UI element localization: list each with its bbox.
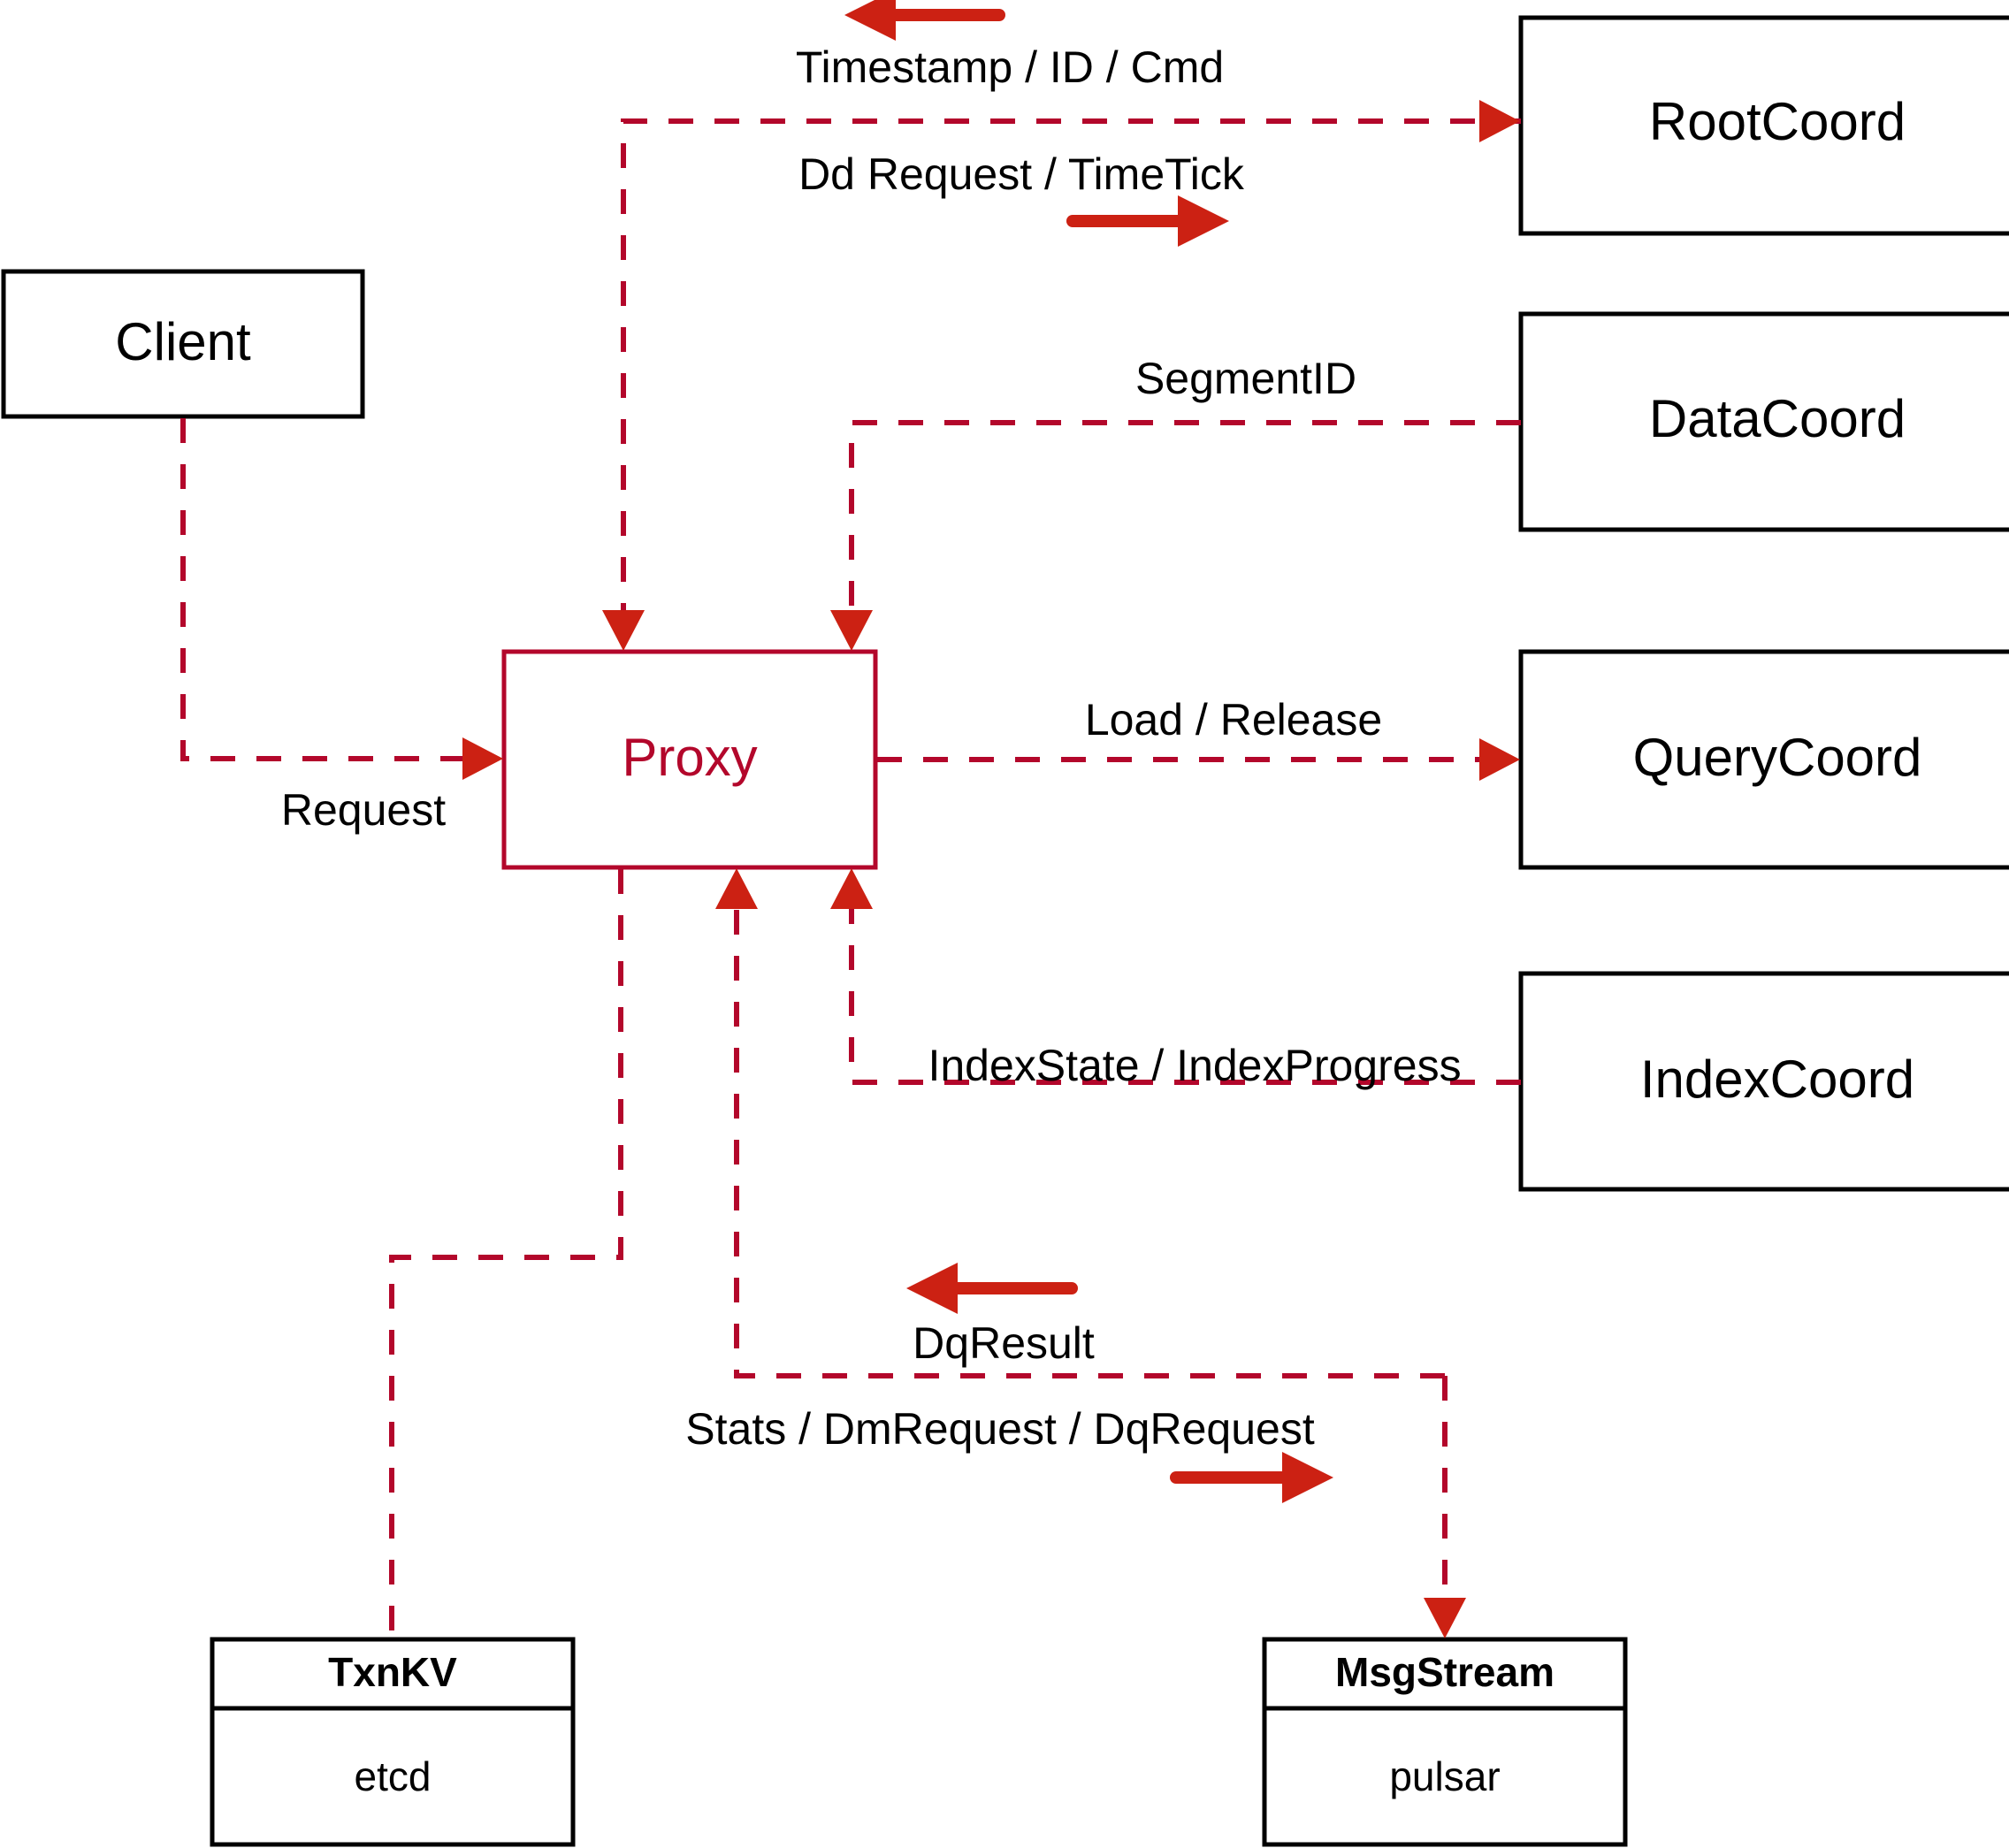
edge-label-stats-dm-dq: Stats / DmRequest / DqRequest: [685, 1404, 1315, 1454]
indicator-arrow-stats-head: [1282, 1452, 1333, 1503]
node-msgstream-box[interactable]: [1262, 1637, 1628, 1847]
edge-msgstream-proxy: [715, 868, 1445, 1378]
indicator-arrow-ddrequest: [1066, 195, 1229, 247]
edge-proxy-msgstream-arrowhead: [1424, 1598, 1466, 1638]
node-client-box[interactable]: [1, 269, 365, 419]
node-datacoord[interactable]: DataCoord: [1518, 311, 2009, 532]
node-msgstream-title: MsgStream: [1335, 1649, 1554, 1695]
edge-datacoord-proxy-path: [849, 420, 1521, 628]
edge-client-proxy-path: [180, 418, 479, 761]
edge-indexcoord-proxy-path: [849, 893, 1521, 1085]
edge-client-proxy: [180, 418, 503, 780]
node-proxy-box[interactable]: [501, 649, 878, 870]
node-querycoord[interactable]: QueryCoord: [1518, 649, 2009, 870]
edge-client-proxy-arrowhead: [462, 737, 503, 780]
node-datacoord-box[interactable]: [1518, 311, 2009, 532]
edge-label-segmentid: SegmentID: [1135, 354, 1356, 403]
node-proxy[interactable]: Proxy: [501, 649, 878, 870]
indicator-arrow-dqresult: [906, 1263, 1078, 1314]
edge-label-load-release: Load / Release: [1085, 695, 1382, 745]
node-client-label: Client: [115, 312, 251, 371]
edge-indexcoord-proxy: [830, 868, 1521, 1085]
indicator-arrow-stats: [1170, 1452, 1333, 1503]
indicator-arrow-ddrequest-head: [1178, 195, 1229, 247]
node-proxy-label: Proxy: [622, 728, 757, 787]
edge-proxy-rootcoord-arrowhead: [1479, 100, 1520, 142]
edge-msgstream-proxy-arrowhead: [715, 868, 758, 909]
edge-indexcoord-proxy-arrowhead: [830, 868, 873, 909]
node-txnkv[interactable]: TxnKV etcd: [210, 1637, 576, 1847]
edge-proxy-msgstream: [1424, 1376, 1466, 1638]
edge-rootcoord-proxy-path: [621, 118, 1521, 628]
edge-label-dqresult: DqResult: [913, 1318, 1095, 1368]
edge-msgstream-proxy-path: [734, 893, 1445, 1378]
indicator-arrow-timestamp-head: [844, 0, 896, 41]
edge-label-request: Request: [281, 785, 446, 835]
node-indexcoord-label: IndexCoord: [1640, 1050, 1914, 1109]
node-rootcoord-label: RootCoord: [1649, 92, 1906, 151]
node-txnkv-subtitle: etcd: [355, 1753, 432, 1799]
node-msgstream-subtitle: pulsar: [1389, 1753, 1500, 1799]
node-client[interactable]: Client: [1, 269, 365, 419]
edge-proxy-querycoord-arrowhead: [1479, 738, 1520, 781]
node-msgstream[interactable]: MsgStream pulsar: [1262, 1637, 1628, 1847]
node-querycoord-box[interactable]: [1518, 649, 2009, 870]
edge-rootcoord-proxy-arrowhead: [602, 610, 645, 651]
edge-label-indexstate: IndexState / IndexProgress: [928, 1041, 1461, 1090]
edge-proxy-txnkv-path: [389, 869, 623, 1639]
edge-rootcoord-proxy: [602, 100, 1521, 651]
node-txnkv-box[interactable]: [210, 1637, 576, 1847]
node-txnkv-title: TxnKV: [328, 1649, 457, 1695]
node-rootcoord[interactable]: RootCoord: [1518, 15, 2009, 236]
indicator-arrow-timestamp: [844, 0, 1005, 41]
edge-datacoord-proxy-arrowhead: [830, 610, 873, 651]
node-indexcoord-box[interactable]: [1518, 971, 2009, 1192]
node-querycoord-label: QueryCoord: [1633, 728, 1922, 787]
indicator-arrow-dqresult-head: [906, 1263, 958, 1314]
edge-proxy-txnkv: [389, 869, 623, 1639]
edge-label-dd-request: Dd Request / TimeTick: [798, 149, 1245, 199]
node-indexcoord[interactable]: IndexCoord: [1518, 971, 2009, 1192]
edge-label-timestamp-id-cmd: Timestamp / ID / Cmd: [796, 42, 1224, 92]
node-datacoord-label: DataCoord: [1649, 389, 1906, 448]
edge-proxy-querycoord: [877, 738, 1520, 781]
node-rootcoord-box[interactable]: [1518, 15, 2009, 236]
edge-datacoord-proxy: [830, 420, 1521, 651]
